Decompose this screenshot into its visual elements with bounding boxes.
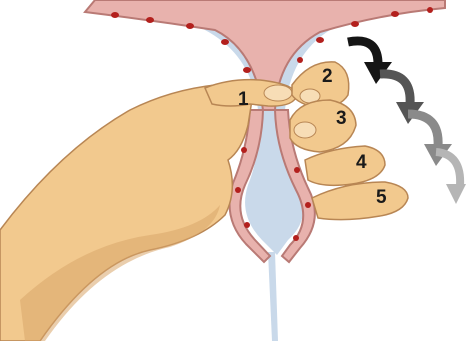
- finger-label-3: 3: [336, 108, 347, 129]
- finger-label-4: 4: [356, 152, 367, 173]
- arrow-1-icon: [348, 41, 378, 64]
- arrow-3-icon: [408, 114, 438, 146]
- arrow-4-head-icon: [446, 184, 466, 204]
- milk-stream: [268, 252, 278, 341]
- finger-label-5: 5: [376, 187, 387, 208]
- arrow-2-icon: [380, 74, 410, 104]
- finger-label-2: 2: [322, 66, 333, 87]
- finger-label-1: 1: [238, 89, 249, 110]
- thumb-nail: [264, 85, 292, 101]
- finger-3-nail: [294, 122, 316, 138]
- finger-5: [312, 182, 408, 220]
